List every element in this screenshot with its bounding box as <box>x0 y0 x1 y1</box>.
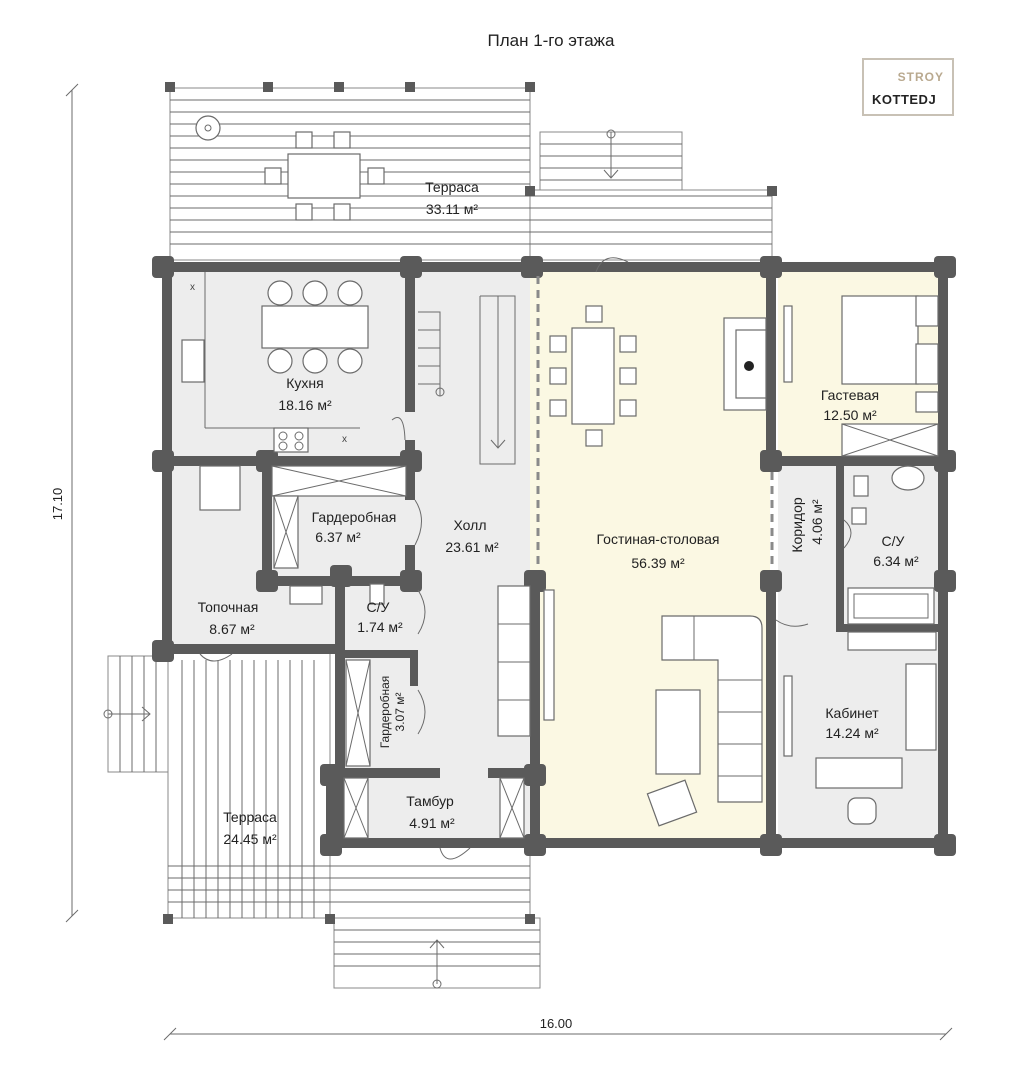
living-name: Гостиная-столовая <box>597 531 720 547</box>
terrace-bottom-left-stairs <box>103 655 169 773</box>
terrace-bottom: Терраса 24.45 м² <box>103 651 541 989</box>
terrace-top-area: 33.11 м² <box>426 201 479 217</box>
living-furniture <box>497 305 767 827</box>
vestibule-area: 4.91 м² <box>409 815 455 831</box>
door-swings <box>199 257 852 860</box>
guest-area: 12.50 м² <box>823 407 877 423</box>
tv-icon <box>543 589 555 721</box>
living-area: 56.39 м² <box>631 555 685 571</box>
terrace-top: Терраса 33.11 м² <box>165 82 777 261</box>
dining-table <box>571 327 615 425</box>
toilet2-icon <box>369 583 385 605</box>
wardrobe1-name: Гардеробная <box>312 509 397 525</box>
boiler-area: 8.67 м² <box>209 621 255 637</box>
guest-furniture <box>783 295 939 457</box>
armchair-icon <box>646 779 698 827</box>
boiler-name: Топочная <box>198 599 259 615</box>
terrace-bottom-front-stairs <box>333 917 541 989</box>
corridor-name: Коридор <box>789 497 805 553</box>
bath1-area: 6.34 м² <box>873 553 919 569</box>
hall-staircase <box>418 295 516 465</box>
boiler-icon <box>199 465 241 511</box>
hall-area: 23.61 м² <box>445 539 499 555</box>
terrace-top-name: Терраса <box>425 179 479 195</box>
logo-line-2: KOTTEDJ <box>872 92 937 107</box>
vestibule-name: Тамбур <box>406 793 454 809</box>
height-dimension: 17.10 <box>50 488 65 521</box>
office-chair-icon <box>847 797 877 825</box>
logo-line-1: STROY <box>897 70 944 84</box>
bath1-fixtures <box>847 465 935 625</box>
office-furniture <box>783 631 937 825</box>
toilet-icon <box>853 475 869 497</box>
bath2-area: 1.74 м² <box>357 619 403 635</box>
office-area: 14.24 м² <box>825 725 879 741</box>
terrace-top-stairs <box>539 129 683 191</box>
hall-name: Холл <box>454 517 487 533</box>
terrace-bottom-name: Терраса <box>223 809 277 825</box>
svg-text:x: x <box>190 282 195 293</box>
kitchen-sink-icon <box>181 339 205 383</box>
boiler-fixtures <box>199 465 323 605</box>
bathtub-icon <box>847 587 935 625</box>
wardrobe1-fixtures <box>271 465 407 569</box>
bath2-name: С/У <box>367 599 390 615</box>
kitchen-name: Кухня <box>286 375 323 391</box>
terrace-top-boards <box>170 99 772 245</box>
svg-text:x: x <box>342 434 347 445</box>
sink-icon <box>891 465 925 491</box>
kitchen-furniture: x x <box>181 272 369 453</box>
guest-name: Гастевая <box>821 387 879 403</box>
sofa-icon <box>661 615 763 803</box>
bed-icon <box>841 295 919 385</box>
plan-title: План 1-го этажа <box>487 31 615 50</box>
wardrobe1-area: 6.37 м² <box>315 529 361 545</box>
width-dimension: 16.00 <box>540 1016 573 1031</box>
grill-icon <box>195 115 221 141</box>
bath2-fixtures <box>369 583 385 605</box>
stove-icon <box>273 427 309 453</box>
office-sofa <box>905 663 937 751</box>
vestibule-fixtures <box>343 777 525 839</box>
corridor-area: 4.06 м² <box>809 499 825 545</box>
desk-icon <box>815 757 903 789</box>
wardrobe2-name: Гардеробная <box>378 676 392 749</box>
terrace-dining-set <box>264 131 385 221</box>
coffee-table <box>655 689 701 775</box>
dimension-horizontal: 16.00 <box>163 1016 953 1041</box>
dimension-vertical: 17.10 <box>50 83 79 923</box>
kitchen-area: 18.16 м² <box>278 397 332 413</box>
wardrobe2-fixtures <box>345 659 371 767</box>
bath1-name: С/У <box>882 533 905 549</box>
wardrobe2-area: 3.07 м² <box>393 693 407 732</box>
terrace-bottom-area: 24.45 м² <box>223 831 277 847</box>
brand-logo: STROY KOTTEDJ <box>862 58 954 116</box>
office-name: Кабинет <box>825 705 879 721</box>
